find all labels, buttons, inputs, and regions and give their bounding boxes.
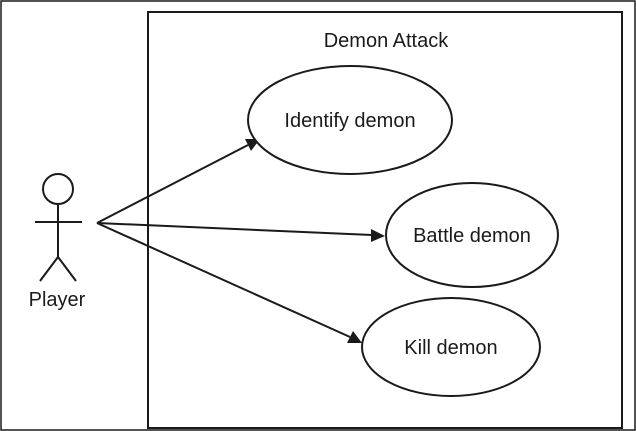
association-line-battle xyxy=(96,222,373,236)
stick-figure-icon xyxy=(35,173,82,282)
actor-label: Player xyxy=(29,289,86,311)
association-line-identify xyxy=(96,144,249,224)
system-title: Demon Attack xyxy=(324,30,450,52)
arrowhead-battle xyxy=(371,229,385,242)
usecase-battle-demon[interactable]: Battle demon xyxy=(385,182,559,288)
actor-player[interactable]: Player xyxy=(29,173,86,311)
usecase-label: Identify demon xyxy=(284,110,415,132)
usecase-label: Battle demon xyxy=(413,225,531,247)
usecase-identify-demon[interactable]: Identify demon xyxy=(247,65,453,175)
usecase-kill-demon[interactable]: Kill demon xyxy=(361,297,541,397)
usecase-label: Kill demon xyxy=(404,337,497,359)
system-boundary xyxy=(147,11,623,429)
association-line-kill xyxy=(96,222,351,338)
arrowhead-kill xyxy=(347,331,362,343)
